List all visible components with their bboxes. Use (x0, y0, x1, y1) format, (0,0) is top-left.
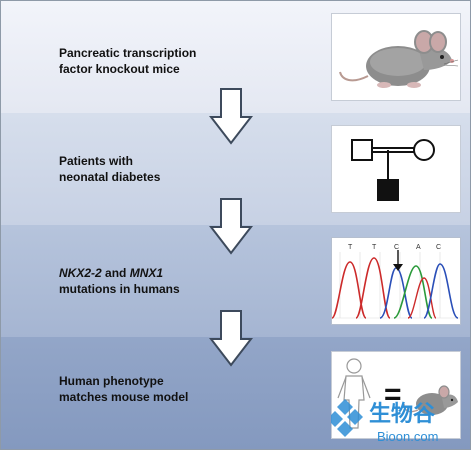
bioon-watermark: 生物谷 Bioon.com (331, 399, 438, 444)
step-3-line-1: NKX2-2 and MNX1 (59, 265, 180, 281)
step-3-caption: NKX2-2 and MNX1 mutations in humans (59, 265, 180, 297)
chromatogram-panel: T T C A C (331, 237, 461, 325)
chromatogram-icon: T T C A C (331, 244, 460, 319)
mouse-icon (339, 30, 459, 88)
watermark-latin: Bioon.com (377, 429, 438, 444)
base-label-1: T (348, 244, 353, 251)
step-4-caption: Human phenotype matches mouse model (59, 373, 188, 405)
gene-mnx1: MNX1 (129, 266, 164, 280)
base-label-4: A (416, 244, 421, 251)
human-equals-mouse-icon: = (337, 358, 458, 429)
gene-joiner: and (101, 266, 130, 280)
down-arrow-2 (209, 198, 253, 255)
watermark-chinese: 生物谷 (369, 401, 436, 427)
mouse-panel (331, 13, 461, 101)
step-1-caption: Pancreatic transcription factor knockout… (59, 45, 196, 77)
step-4-line-1: Human phenotype (59, 374, 164, 388)
pedigree-icon (351, 139, 435, 201)
down-arrow-1 (209, 88, 253, 145)
step-1-line-1: Pancreatic transcription (59, 46, 197, 60)
pedigree-panel (331, 125, 461, 213)
step-4-line-2: matches mouse model (59, 390, 189, 404)
step-2-caption: Patients with neonatal diabetes (59, 153, 160, 185)
step-2-line-1: Patients with (59, 154, 134, 168)
base-label-3: C (394, 244, 399, 251)
equals-sign: = (384, 378, 402, 411)
base-label-5: C (436, 244, 441, 251)
step-band-3: NKX2-2 and MNX1 mutations in humans T T … (1, 225, 470, 337)
base-label-2: T (372, 244, 377, 251)
step-3-line-2: mutations in humans (59, 282, 180, 296)
human-mouse-panel: = (331, 351, 461, 439)
step-1-line-2: factor knockout mice (59, 62, 180, 76)
gene-nkx2-2: NKX2-2 (59, 266, 102, 280)
down-arrow-3 (209, 310, 253, 367)
step-2-line-2: neonatal diabetes (59, 170, 161, 184)
